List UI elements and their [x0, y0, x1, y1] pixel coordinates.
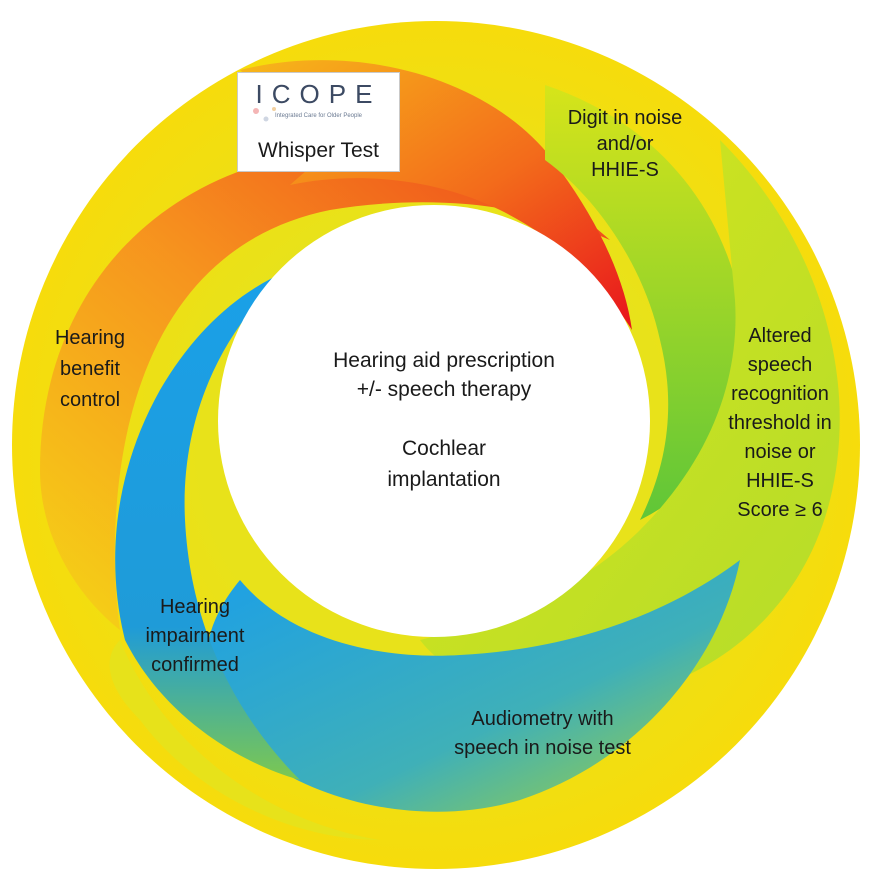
swirl-lime: [420, 140, 840, 701]
step-altered-speech-recognition: Altered speech recognition threshold in …: [728, 325, 832, 521]
step-hearing-benefit-control: Hearing benefit control: [54, 327, 126, 411]
center-cochlear-implantation: Cochlear implantation: [387, 437, 501, 491]
rim-bottom: [109, 640, 380, 840]
swirl-green: [545, 85, 746, 520]
step-hearing-impairment-confirmed: Hearing impairment confirmed: [145, 596, 245, 676]
icope-wordmark: ICOPE: [255, 79, 382, 109]
center-circle: [218, 205, 650, 637]
step-digit-in-noise: Digit in noise and/or HHIE-S: [567, 107, 683, 181]
step-audiometry: Audiometry with speech in noise test: [454, 708, 631, 759]
icope-subtitle: Integrated Care for Older People: [274, 113, 363, 119]
icope-logo-box: ICOPE Integrated Care for Older People W…: [237, 72, 400, 172]
swirl-blue-left: [115, 270, 300, 780]
icope-logo-icon: [253, 107, 276, 122]
swirl-orange: [40, 147, 610, 630]
whisper-test-label: Whisper Test: [258, 139, 379, 162]
swirl-blue-bottom: [206, 560, 740, 812]
center-hearing-aid-prescription: Hearing aid prescription +/- speech ther…: [333, 349, 555, 401]
